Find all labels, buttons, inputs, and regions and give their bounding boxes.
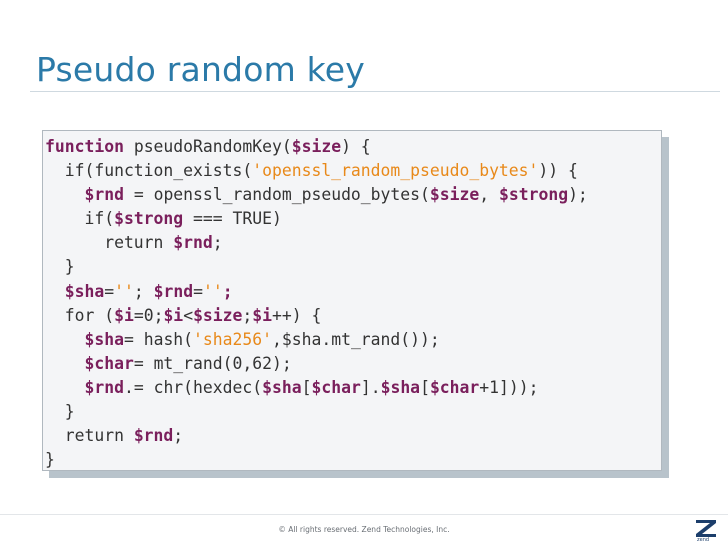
- code-token-var: $size: [429, 185, 480, 205]
- code-token-var: $char: [429, 377, 480, 397]
- code-token-plain: +1]));: [479, 377, 539, 397]
- zend-logo-icon: [694, 519, 718, 537]
- code-token-var: ;: [222, 281, 233, 301]
- code-token-var: $sha: [84, 329, 124, 349]
- code-token-plain: );: [568, 185, 588, 205]
- code-token-plain: [45, 354, 84, 373]
- code-line: if($strong === TRUE): [45, 209, 282, 229]
- code-token-var: $rnd: [173, 233, 213, 253]
- code-token-var: $char: [311, 377, 361, 397]
- code-block: function pseudoRandomKey($size) { if(fun…: [45, 135, 588, 472]
- code-token-plain: [45, 185, 84, 204]
- code-token-var: $rnd: [153, 281, 194, 301]
- code-token-str: 'sha256': [193, 329, 272, 349]
- code-token-plain: return: [45, 233, 174, 253]
- code-token-plain: = mt_rand(0,62);: [133, 353, 292, 373]
- code-token-plain: [: [301, 377, 312, 397]
- code-token-plain: ,: [479, 185, 499, 205]
- code-token-plain: ;: [212, 233, 223, 253]
- code-token-plain: for (: [45, 305, 115, 325]
- code-line: }: [45, 450, 55, 469]
- code-line: return $rnd;: [45, 426, 183, 445]
- code-line: }: [45, 402, 75, 421]
- code-token-var: $strong: [114, 209, 184, 229]
- code-token-plain: ].: [360, 377, 381, 397]
- code-token-plain: ) {: [341, 137, 371, 156]
- code-box: [42, 130, 662, 471]
- code-token-str: 'openssl_random_pseudo_bytes': [252, 161, 539, 181]
- code-token-plain: === TRUE): [183, 209, 282, 229]
- code-token-var: $rnd: [84, 185, 124, 205]
- code-line: }: [45, 257, 75, 276]
- code-token-plain: ;: [133, 281, 154, 301]
- code-token-plain: =: [104, 281, 115, 301]
- code-token-plain: ;: [242, 305, 253, 325]
- slide-title: Pseudo random key: [36, 50, 366, 89]
- code-line: $rnd.= chr(hexdec($sha[$char].$sha[$char…: [45, 377, 539, 397]
- code-token-plain: = openssl_random_pseudo_bytes(: [123, 185, 430, 205]
- code-line: $rnd = openssl_random_pseudo_bytes($size…: [45, 185, 588, 205]
- code-token-var: $i: [114, 305, 134, 325]
- code-token-plain: = hash(: [123, 329, 194, 349]
- code-line: return $rnd;: [45, 233, 223, 253]
- code-token-var: $sha: [64, 281, 105, 301]
- code-line: $sha= hash('sha256',$sha.mt_rand());: [45, 329, 440, 349]
- code-token-plain: }: [45, 402, 75, 422]
- code-token-var: $sha: [380, 377, 421, 397]
- code-token-var: $strong: [498, 185, 569, 205]
- code-token-plain: [45, 330, 84, 349]
- code-token-var: $i: [163, 305, 184, 325]
- code-line: for ($i=0;$i<$size;$i++) {: [45, 305, 322, 325]
- code-token-var: $rnd: [84, 377, 124, 397]
- code-token-var: $i: [252, 305, 273, 325]
- code-token-plain: }: [45, 450, 55, 470]
- code-token-plain: <: [183, 305, 194, 325]
- code-token-str: '': [202, 281, 223, 301]
- title-divider: [30, 91, 720, 92]
- code-token-plain: pseudoRandomKey(: [123, 137, 292, 156]
- code-token-var: $sha: [262, 377, 302, 397]
- code-token-plain: [45, 282, 65, 301]
- code-token-plain: ;: [173, 426, 184, 446]
- code-token-var: $char: [84, 353, 134, 373]
- logo-wordmark: zend: [697, 537, 710, 543]
- code-token-kw: function: [45, 137, 124, 156]
- code-token-plain: }: [45, 257, 75, 277]
- footer-divider: [0, 514, 728, 515]
- code-token-plain: ,$sha.mt_rand());: [272, 329, 440, 349]
- code-token-plain: =: [193, 281, 203, 301]
- code-line: if(function_exists('openssl_random_pseud…: [45, 161, 578, 180]
- code-token-plain: .= chr(hexdec(: [123, 377, 263, 397]
- code-token-plain: return: [45, 426, 134, 446]
- code-line: $char= mt_rand(0,62);: [45, 353, 292, 373]
- code-token-plain: [45, 378, 84, 397]
- code-token-plain: if(: [45, 209, 115, 229]
- code-token-str: '': [114, 281, 134, 301]
- code-token-plain: [: [420, 377, 430, 397]
- code-token-var: $size: [291, 137, 342, 156]
- code-line: function pseudoRandomKey($size) {: [45, 137, 371, 156]
- code-token-plain: if(function_exists(: [45, 161, 253, 181]
- code-token-plain: =0;: [133, 305, 164, 325]
- copyright-footer: © All rights reserved. Zend Technologies…: [278, 525, 450, 534]
- code-token-var: $rnd: [133, 426, 174, 446]
- code-token-var: $size: [193, 305, 243, 325]
- code-token-plain: )) {: [538, 161, 578, 181]
- code-line: $sha=''; $rnd='';: [45, 282, 233, 301]
- code-token-plain: ++) {: [272, 305, 322, 325]
